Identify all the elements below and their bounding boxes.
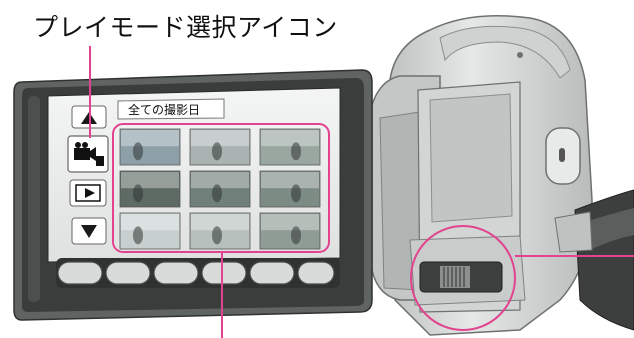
thumbnail-figure: [212, 226, 222, 245]
scroll-down-icon: [81, 225, 97, 238]
screen-content: 全ての撮影日: [67, 98, 321, 250]
callouts: [89, 46, 634, 338]
play-icon: [85, 188, 95, 198]
thumbnail-sky: [191, 130, 249, 147]
thumbnail-grid: [119, 128, 321, 250]
thumbnail-figure: [133, 142, 143, 161]
thumbnail-sky: [121, 172, 179, 189]
thumbnail-sky: [261, 130, 319, 147]
thumbnail-figure: [291, 184, 301, 203]
thumbnail-9[interactable]: [259, 212, 321, 250]
thumbnail-figure: [212, 184, 222, 203]
thumbnail-4[interactable]: [119, 170, 181, 208]
thumbnail-sky: [191, 214, 249, 231]
thumbnail-figure: [291, 226, 301, 245]
side-button-indicator-icon: [559, 148, 565, 162]
lcd-button-2[interactable]: [105, 261, 151, 285]
thumbnail-3[interactable]: [259, 128, 321, 166]
thumbnail-figure: [133, 184, 143, 203]
thumbnail-1[interactable]: [119, 128, 181, 166]
thumbnail-figure: [212, 142, 222, 161]
thumbnail-sky: [191, 172, 249, 189]
thumbnail-sky: [261, 214, 319, 231]
video-camera-icon: [74, 142, 104, 166]
thumbnail-6[interactable]: [259, 170, 321, 208]
play-mode-callout-label: プレイモード選択アイコン: [33, 13, 338, 42]
body-screw-icon: [517, 52, 523, 58]
thumbnail-figure: [133, 226, 143, 245]
thumbnail-sky: [261, 172, 319, 189]
thumbnail-7[interactable]: [119, 212, 181, 250]
lcd-button-6[interactable]: [297, 261, 335, 285]
mode-switch-highlight: [410, 225, 516, 331]
lcd-button-5[interactable]: [249, 261, 295, 285]
lcd-button-3[interactable]: [153, 261, 199, 285]
thumbnail-sky: [121, 214, 179, 231]
lcd-button-4[interactable]: [201, 261, 247, 285]
lcd-button-row: [56, 258, 340, 288]
date-filter-tab[interactable]: [117, 98, 225, 120]
thumbnail-sky: [121, 130, 179, 147]
date-filter-tab-label: 全ての撮影日: [128, 102, 200, 117]
lcd-button-1[interactable]: [57, 261, 103, 285]
thumbnail-figure: [291, 142, 301, 161]
